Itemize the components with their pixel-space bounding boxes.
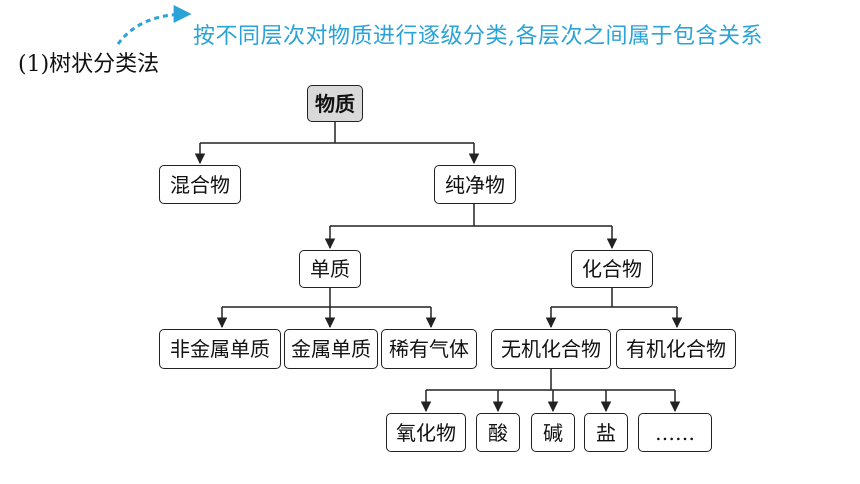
callout-arrow — [116, 5, 192, 45]
node-metal-element: 金属单质 — [284, 329, 378, 369]
node-base: 碱 — [531, 413, 575, 452]
node-ellipsis: …… — [638, 413, 712, 452]
node-element: 单质 — [299, 250, 361, 288]
node-pure-substance: 纯净物 — [434, 165, 516, 204]
node-nonmetal-element: 非金属单质 — [159, 329, 281, 369]
node-compound: 化合物 — [571, 250, 653, 288]
node-acid: 酸 — [476, 413, 520, 452]
note-text: 按不同层次对物质进行逐级分类,各层次之间属于包含关系 — [193, 24, 763, 49]
node-mixture: 混合物 — [159, 165, 241, 204]
connector-pure — [330, 204, 612, 227]
node-salt: 盐 — [584, 413, 628, 452]
node-inorganic-compound: 无机化合物 — [491, 329, 611, 369]
connector-compound — [551, 288, 677, 308]
node-noble-gas: 稀有气体 — [381, 329, 477, 369]
connector-inorganic — [426, 369, 675, 391]
node-organic-compound: 有机化合物 — [616, 329, 736, 369]
connector-element — [222, 288, 431, 308]
section-heading: (1)树状分类法 — [18, 52, 160, 77]
node-substance: 物质 — [307, 85, 363, 122]
node-oxide: 氧化物 — [386, 413, 466, 452]
connector-root — [200, 122, 474, 144]
